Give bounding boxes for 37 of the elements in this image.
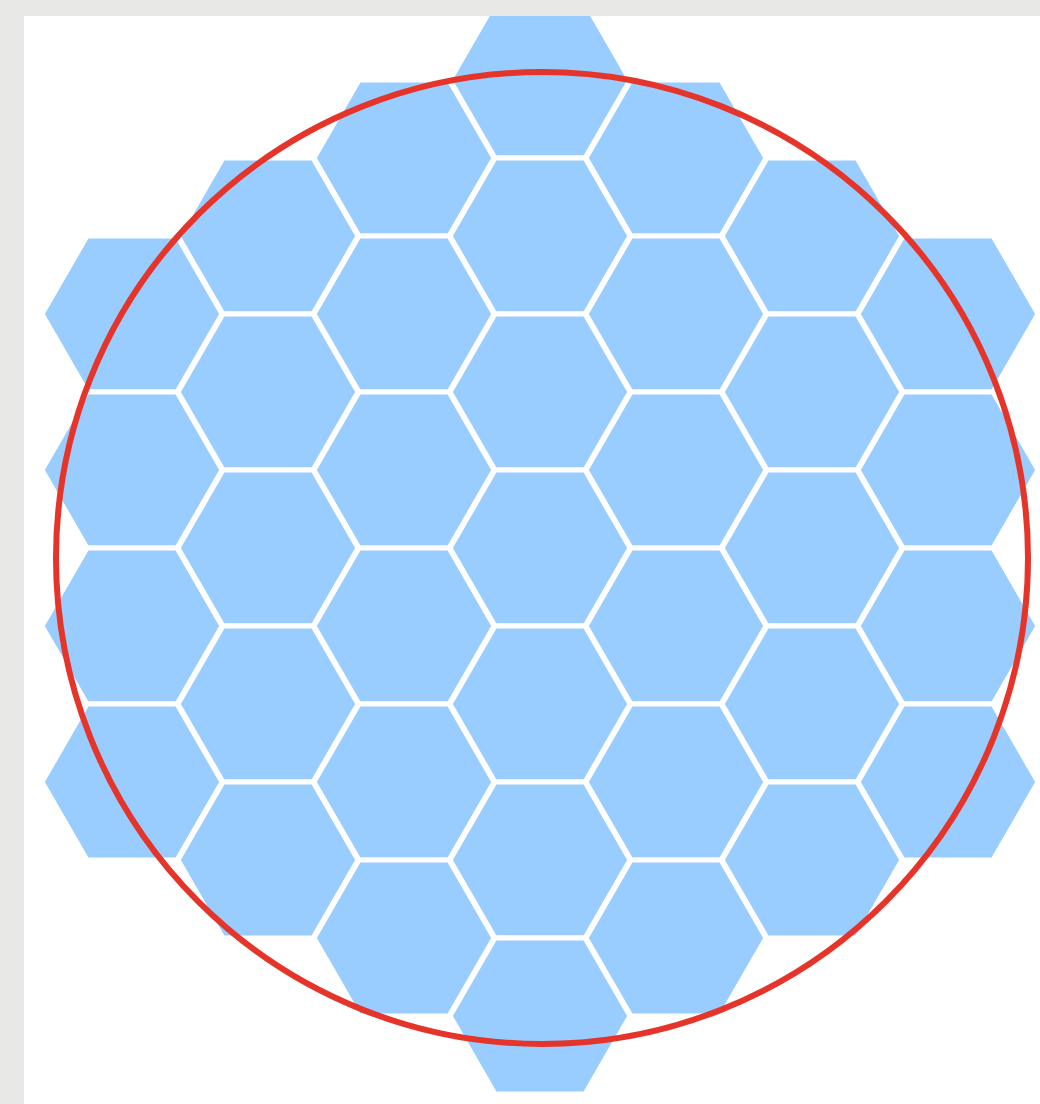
hexagon-cell [719,467,905,629]
hexagon-cell [583,77,769,239]
hexagon-cell [855,389,1040,551]
hexagon-cell [719,623,905,785]
hexagon-cell [855,233,1040,395]
hexagon-cell [311,857,497,1019]
hexagon-cell [447,935,633,1097]
hexagon-cell [583,233,769,395]
circle-outline [53,69,1031,1047]
hexagon-cell [855,545,1040,707]
hexagon-cell [39,701,225,863]
hexagon-cell [447,311,633,473]
hexagon-cell [175,155,361,317]
hexagon-cell [311,545,497,707]
hexagon-cell [311,77,497,239]
hexagon-cell [447,467,633,629]
hexagon-cell [447,779,633,941]
hexagon-cell [583,701,769,863]
hexagon-cell [175,779,361,941]
hexagon-cell [175,623,361,785]
hexagon-cell [175,311,361,473]
hexagon-cell [447,155,633,317]
hexagon-cell [175,467,361,629]
hexagon-cell [855,701,1040,863]
hexagon-cell [39,389,225,551]
hexagon-cell [311,389,497,551]
hexagon-cell [447,623,633,785]
hexagon-cell [311,701,497,863]
hexagon-cell [583,857,769,1019]
hexagon-cell [719,155,905,317]
hexagon-cell [39,545,225,707]
hexagon-cell [719,311,905,473]
hexagon-cell [583,545,769,707]
hexagon-cell [311,233,497,395]
hexagon-cell [719,779,905,941]
hexagon-cell [39,233,225,395]
hexagon-cell [583,389,769,551]
